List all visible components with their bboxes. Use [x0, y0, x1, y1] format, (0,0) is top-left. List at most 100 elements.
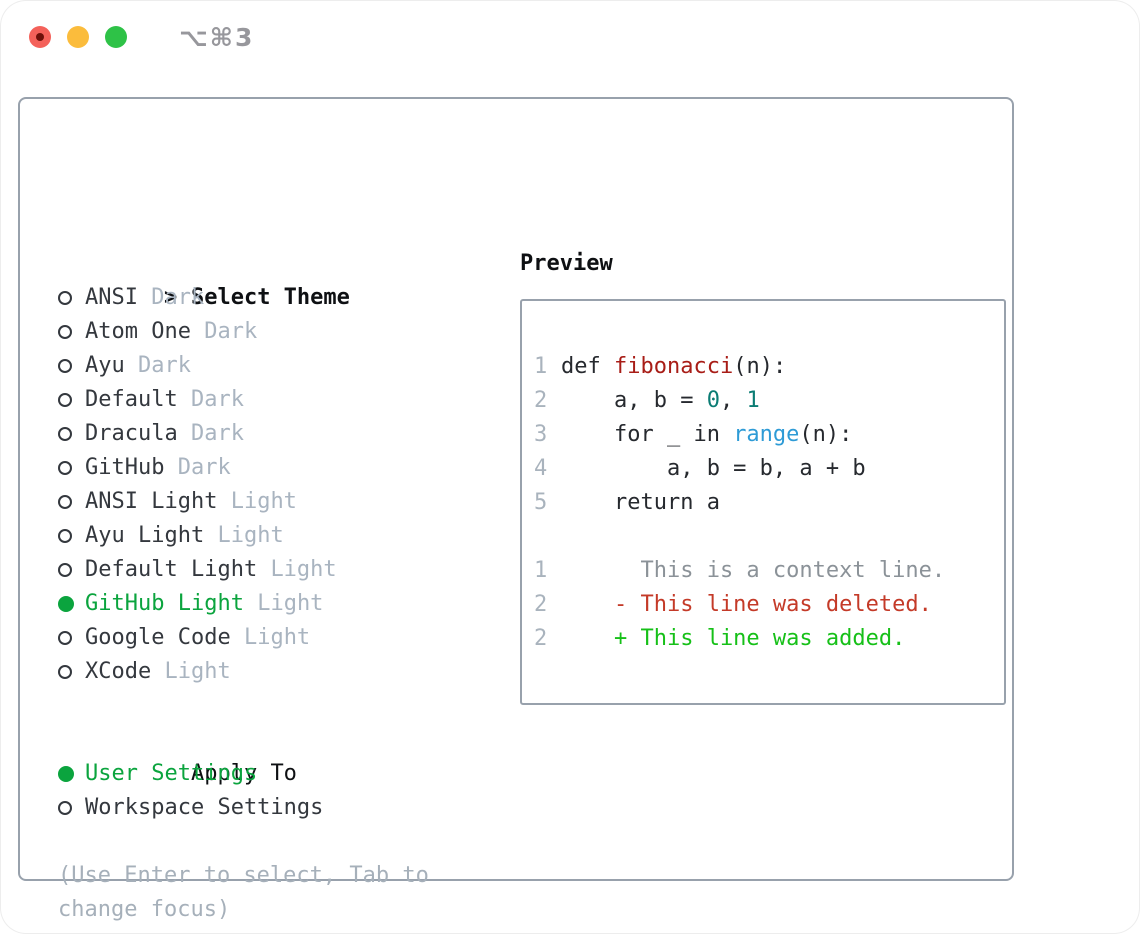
- zoom-button[interactable]: [105, 26, 127, 48]
- code-token: This is a context line.: [561, 558, 946, 583]
- code-token: a, b =: [561, 388, 707, 413]
- select-theme-title: Select Theme: [190, 285, 350, 310]
- theme-option[interactable]: XCode Light: [58, 655, 488, 689]
- option-label: Default Light: [85, 557, 258, 582]
- code-token: range: [733, 422, 800, 447]
- selection-caret-icon: >: [163, 285, 178, 310]
- code-token: return a: [561, 490, 720, 515]
- variant-tag: Light: [243, 625, 311, 650]
- option-label: Atom One: [85, 319, 191, 344]
- option-label: Ayu: [85, 353, 125, 378]
- radio-unselected-icon: [58, 519, 85, 553]
- line-number: 2: [534, 592, 548, 617]
- option-label: ANSI Light: [85, 489, 218, 514]
- close-indicator-icon: [36, 33, 44, 41]
- radio-selected-icon: [58, 757, 85, 791]
- spacer: [58, 689, 488, 723]
- line-number: 2: [534, 626, 548, 651]
- code-token: (n):: [733, 354, 787, 379]
- code-token: (n):: [799, 422, 853, 447]
- variant-tag: Dark: [204, 319, 258, 344]
- radio-unselected-icon: [58, 485, 85, 519]
- code-token: - This line was deleted.: [561, 592, 932, 617]
- apply-to-option[interactable]: User Settings: [58, 757, 488, 791]
- code-token: ,: [719, 388, 747, 413]
- line-number: 4: [534, 456, 548, 481]
- variant-tag: Dark: [190, 421, 244, 446]
- variant-tag: Dark: [138, 353, 191, 378]
- apply-to-header-row: Apply To: [58, 723, 488, 786]
- option-label: User Settings: [85, 761, 258, 786]
- preview-line: 1 def fibonacci(n):: [534, 350, 1004, 384]
- radio-unselected-icon: [58, 655, 85, 689]
- variant-tag: Light: [257, 591, 324, 616]
- theme-option[interactable]: Default Dark: [58, 383, 488, 417]
- theme-option[interactable]: ANSI Light Light: [58, 485, 488, 519]
- radio-unselected-icon: [58, 791, 85, 825]
- close-button[interactable]: [29, 26, 51, 48]
- option-label: Dracula: [85, 421, 178, 446]
- preview-line: 2 + This line was added.: [534, 622, 1004, 656]
- theme-option[interactable]: Ayu Dark: [58, 349, 488, 383]
- minimize-button[interactable]: [67, 26, 89, 48]
- preview-line: 4 a, b = b, a + b: [534, 452, 1004, 486]
- theme-option[interactable]: Dracula Dark: [58, 417, 488, 451]
- variant-tag: Light: [230, 489, 297, 514]
- option-label: ANSI: [85, 285, 138, 310]
- preview-header: Preview: [520, 251, 613, 276]
- option-label: Workspace Settings: [85, 795, 324, 820]
- code-token: 0: [706, 388, 720, 413]
- line-number: 2: [534, 388, 548, 413]
- variant-tag: Dark: [151, 285, 205, 310]
- spacer: [58, 825, 488, 859]
- theme-option[interactable]: Ayu Light Light: [58, 519, 488, 553]
- line-number: 1: [534, 354, 548, 379]
- apply-to-option[interactable]: Workspace Settings: [58, 791, 488, 825]
- titlebar: ⌥⌘3: [29, 23, 254, 52]
- radio-unselected-icon: [58, 383, 85, 417]
- variant-tag: Dark: [190, 387, 244, 412]
- theme-option[interactable]: GitHub Dark: [58, 451, 488, 485]
- code-token: def: [561, 354, 614, 379]
- theme-option[interactable]: Google Code Light: [58, 621, 488, 655]
- preview-line: 1 This is a context line.: [534, 554, 1004, 588]
- radio-unselected-icon: [58, 349, 85, 383]
- radio-unselected-icon: [58, 281, 85, 315]
- code-token: a, b = b, a + b: [561, 456, 866, 481]
- preview-line: [534, 520, 1004, 554]
- radio-unselected-icon: [58, 553, 85, 587]
- radio-unselected-icon: [58, 315, 85, 349]
- option-label: Google Code: [85, 625, 231, 650]
- theme-option[interactable]: ANSI Dark: [58, 281, 488, 315]
- option-label: XCode: [85, 659, 152, 684]
- line-number: 1: [534, 558, 548, 583]
- preview-line: 2 - This line was deleted.: [534, 588, 1004, 622]
- code-token: 1: [746, 388, 760, 413]
- variant-tag: Light: [164, 659, 231, 684]
- variant-tag: Light: [270, 557, 337, 582]
- theme-option[interactable]: GitHub Light Light: [58, 587, 488, 621]
- option-label: GitHub: [85, 455, 165, 480]
- code-token: + This line was added.: [561, 626, 906, 651]
- window-title-shortcut: ⌥⌘3: [179, 22, 255, 52]
- code-token: fibonacci: [613, 354, 734, 379]
- variant-tag: Dark: [177, 455, 231, 480]
- code-token: for _ in: [561, 422, 734, 447]
- variant-tag: Light: [217, 523, 284, 548]
- theme-option[interactable]: Atom One Dark: [58, 315, 488, 349]
- theme-option[interactable]: Default Light Light: [58, 553, 488, 587]
- radio-unselected-icon: [58, 621, 85, 655]
- preview-line: 5 return a: [534, 486, 1004, 520]
- hint-text: (Use Enter to select, Tab to change focu…: [58, 863, 429, 922]
- preview-line: 2 a, b = 0, 1: [534, 384, 1004, 418]
- option-label: GitHub Light: [85, 591, 244, 616]
- line-number: 3: [534, 422, 548, 447]
- line-number: 5: [534, 490, 548, 515]
